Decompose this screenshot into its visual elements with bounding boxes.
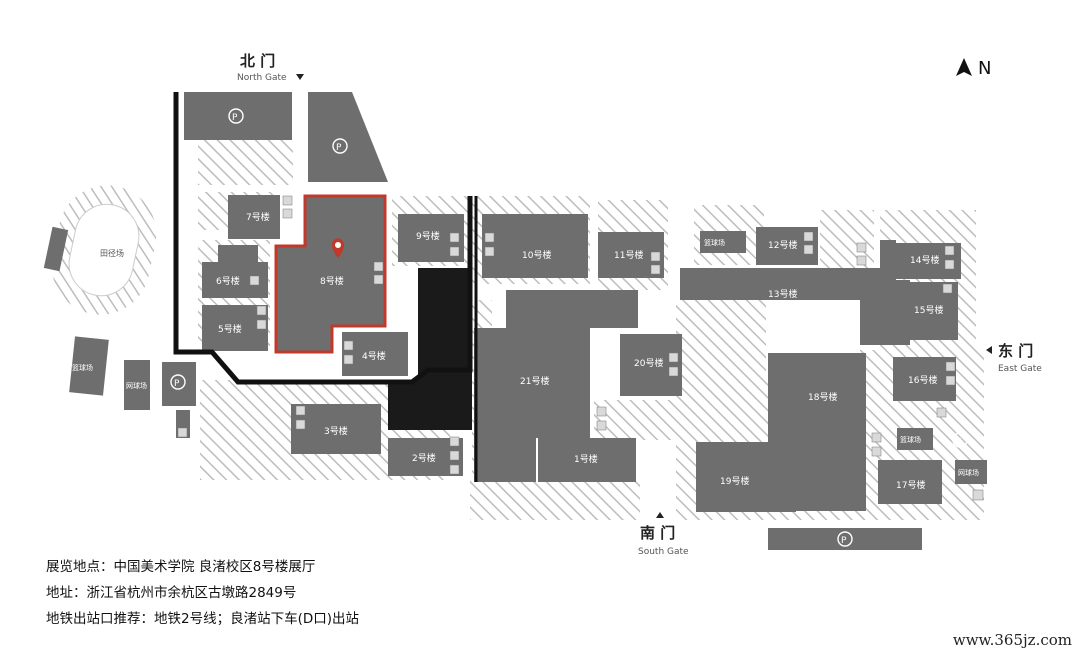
- building-11-label: 11号楼: [614, 249, 643, 261]
- building-12-label: 12号楼: [768, 239, 797, 251]
- basketball-court-label: 篮球场: [72, 363, 93, 372]
- info-metro: 地铁出站口推荐：地铁2号线；良渚站下车(D口)出站: [46, 611, 360, 627]
- parking-letter: P: [841, 536, 847, 546]
- tennis-court-label: 网球场: [958, 468, 979, 477]
- walkway-lines: [173, 92, 473, 385]
- parking-icon: [170, 374, 186, 390]
- service-block: [388, 268, 472, 430]
- south-gate-arrow-icon: [656, 512, 664, 518]
- accessibility-icons: [177, 195, 984, 501]
- parking-letter: P: [232, 113, 238, 123]
- building-20-label: 20号楼: [634, 357, 663, 369]
- building-17-label: 17号楼: [896, 479, 925, 491]
- parking-icon: [228, 108, 244, 124]
- building-2-label: 2号楼: [412, 452, 436, 464]
- building-14-label: 14号楼: [910, 254, 939, 266]
- building-7-label: 7号楼: [246, 211, 270, 223]
- east-gate: 东 门 East Gate: [986, 342, 1042, 374]
- building-9-label: 9号楼: [416, 230, 440, 242]
- watermark: www.365jz.com: [952, 631, 1072, 649]
- building-3-label: 3号楼: [324, 425, 348, 437]
- east-gate-en: East Gate: [998, 364, 1042, 374]
- east-gate-cn: 东 门: [998, 342, 1033, 360]
- basketball-court-label: 篮球场: [704, 238, 725, 247]
- location-pin-icon: [332, 238, 344, 258]
- north-gate-arrow-icon: [296, 74, 304, 80]
- basketball-court-label: 篮球场: [900, 435, 921, 444]
- parking-icon: [952, 432, 968, 448]
- building-10-label: 10号楼: [522, 249, 551, 261]
- parking-letters: P P P P P: [174, 113, 962, 546]
- info-location: 展览地点：中国美术学院 良渚校区8号楼展厅: [46, 559, 316, 575]
- building-labels: 7号楼 6号楼 5号楼 8号楼 4号楼 3号楼 2号楼 9号楼 10号楼 11号…: [72, 211, 979, 491]
- building-6-label: 6号楼: [216, 275, 240, 287]
- east-gate-arrow-icon: [986, 346, 992, 354]
- north-arrow-icon: [956, 58, 972, 76]
- parking-icon: [332, 138, 348, 154]
- sports-field: 田径场: [43, 185, 157, 315]
- building-15-label: 15号楼: [914, 304, 943, 316]
- building-4-label: 4号楼: [362, 350, 386, 362]
- building-21-label: 21号楼: [520, 375, 549, 387]
- building-1-label: 1号楼: [574, 453, 598, 465]
- south-gate-cn: 南 门: [640, 524, 675, 542]
- info-address: 地址：浙江省杭州市余杭区古墩路2849号: [46, 585, 297, 601]
- parking-icons: [170, 108, 968, 547]
- parking-letter: P: [336, 143, 342, 153]
- compass-label: N: [978, 58, 991, 79]
- south-gate-en: South Gate: [638, 547, 689, 557]
- tennis-court-label: 网球场: [126, 381, 147, 390]
- highlight-outline: [274, 194, 387, 354]
- building-18-label: 18号楼: [808, 391, 837, 403]
- building-13-label: 13号楼: [768, 288, 797, 300]
- parking-letter: P: [956, 437, 962, 447]
- building-16-label: 16号楼: [908, 374, 937, 386]
- field-label: 田径场: [100, 248, 124, 258]
- compass: N: [956, 58, 991, 79]
- parking-icon: [837, 531, 853, 547]
- north-gate: 北 门 North Gate: [237, 52, 304, 83]
- parking-letter: P: [174, 379, 180, 389]
- building-5-label: 5号楼: [218, 323, 242, 335]
- building-8-label: 8号楼: [320, 275, 344, 287]
- north-gate-cn: 北 门: [240, 52, 275, 70]
- building-19-label: 19号楼: [720, 475, 749, 487]
- south-gate: 南 门 South Gate: [638, 512, 689, 557]
- north-gate-en: North Gate: [237, 73, 287, 83]
